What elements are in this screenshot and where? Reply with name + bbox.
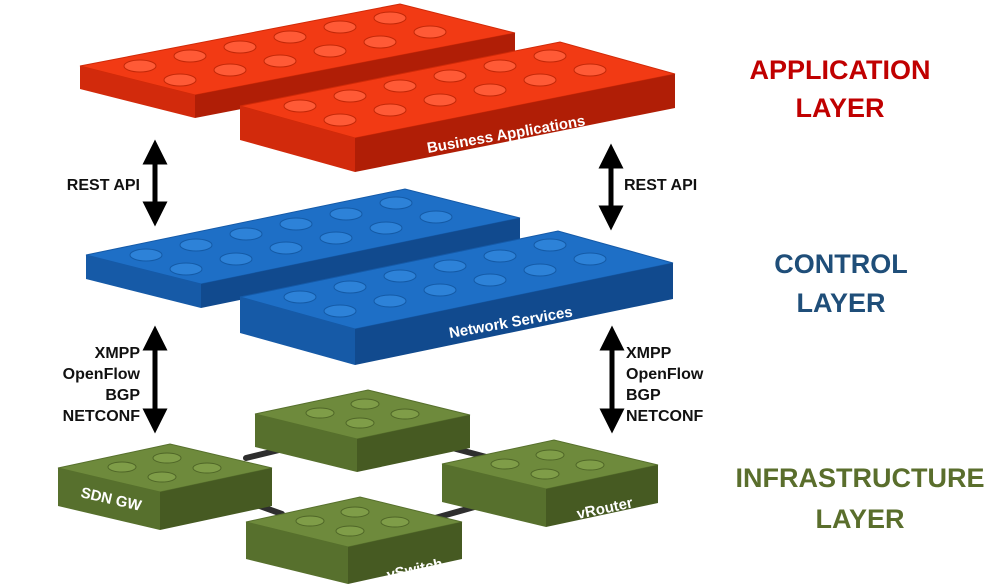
infrastructure-title-line2: LAYER <box>815 504 904 534</box>
southbound-right-labels: XMPP OpenFlow BGP NETCONF <box>626 345 704 425</box>
rest-api-right-label: REST API <box>624 177 697 194</box>
infra-brick-sdn-gw: SDN GW <box>57 443 273 530</box>
application-plate-back <box>79 3 516 118</box>
southbound-arrows <box>142 325 625 434</box>
proto-right-3: NETCONF <box>626 408 704 425</box>
infra-brick-vrouter: vRouter <box>441 439 659 527</box>
control-plate-back-studs <box>129 196 453 276</box>
control-plate-front-studs <box>283 238 607 318</box>
application-plate-back-studs <box>123 11 447 87</box>
application-layer-title: APPLICATION LAYER <box>750 55 931 123</box>
proto-left-3: NETCONF <box>63 408 141 425</box>
application-title-line2: LAYER <box>795 93 884 123</box>
infra-brick-top <box>254 389 471 472</box>
proto-right-1: OpenFlow <box>626 366 704 383</box>
infrastructure-title-line1: INFRASTRUCTURE <box>736 463 985 493</box>
proto-left-2: BGP <box>105 387 140 404</box>
infra-brick-vswitch: vSwitch <box>245 496 463 584</box>
proto-right-2: BGP <box>626 387 661 404</box>
control-title-line2: LAYER <box>796 288 885 318</box>
rest-api-left-label: REST API <box>67 177 140 194</box>
proto-right-0: XMPP <box>626 345 672 362</box>
control-plate-back <box>85 188 521 308</box>
southbound-left-labels: XMPP OpenFlow BGP NETCONF <box>63 345 141 425</box>
application-title-line1: APPLICATION <box>750 55 931 85</box>
northbound-arrows <box>142 139 624 231</box>
application-plate-front-studs <box>283 49 607 127</box>
proto-left-0: XMPP <box>95 345 141 362</box>
proto-left-1: OpenFlow <box>63 366 141 383</box>
control-title-line1: CONTROL <box>774 249 907 279</box>
control-layer-title: CONTROL LAYER <box>774 249 907 318</box>
control-plate-front: Network Services <box>239 230 674 365</box>
infrastructure-layer-title: INFRASTRUCTURE LAYER <box>736 463 985 534</box>
